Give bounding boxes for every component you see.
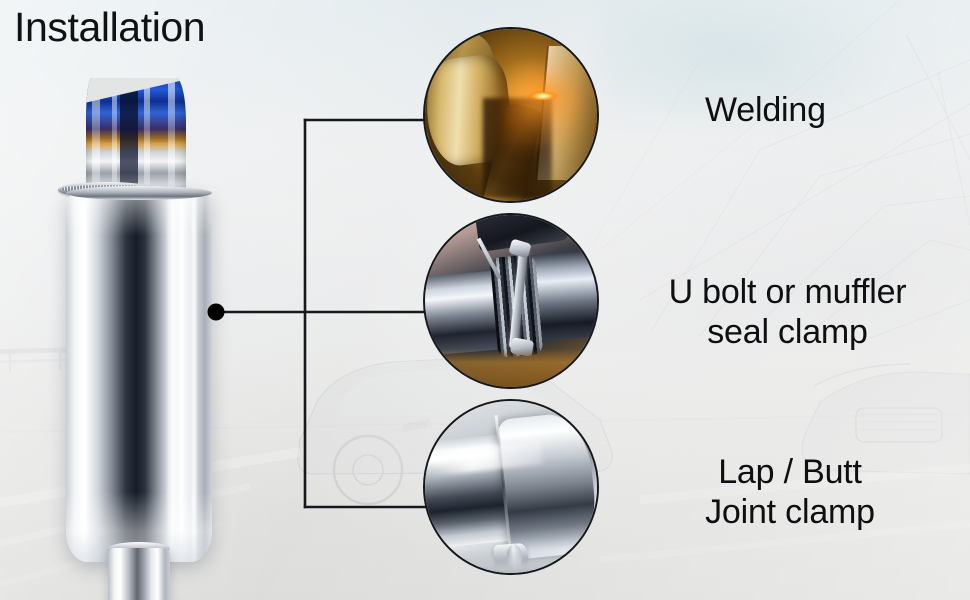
lap-floor (425, 548, 597, 573)
canister-highlight-1 (78, 190, 88, 562)
ubolt-floor (425, 349, 597, 387)
welding-spark (528, 90, 559, 101)
canister-top-cap (66, 186, 212, 200)
welding-arc-glow (504, 73, 584, 150)
inlet-pipe (108, 548, 170, 600)
muffler-burnt-blue-tip (86, 78, 186, 194)
tip-highlight-3 (144, 78, 150, 194)
callout-label-welding: Welding (705, 91, 826, 129)
muffler-canister (66, 190, 212, 562)
canister-highlight-3 (190, 190, 198, 562)
tip-highlight-1 (92, 78, 100, 194)
welding-photo[interactable] (423, 27, 599, 203)
callout-label-u-bolt-clamp: U bolt or muffler seal clamp (668, 273, 907, 352)
welding-shadow-area (483, 97, 553, 198)
canister-highlight-2 (166, 190, 180, 562)
page-title: Installation (14, 4, 206, 50)
tip-dark-reflection (120, 78, 138, 194)
callout-label-lap-butt-joint-clamp: Lap / Butt Joint clamp (705, 453, 875, 532)
tip-highlight-4 (168, 78, 175, 194)
product-muffler-image (58, 78, 218, 600)
tip-surface (86, 78, 186, 194)
tip-highlight-2 (112, 78, 117, 194)
lap-butt-joint-clamp-photo[interactable] (423, 399, 599, 575)
u-bolt-clamp-photo[interactable] (423, 213, 599, 389)
